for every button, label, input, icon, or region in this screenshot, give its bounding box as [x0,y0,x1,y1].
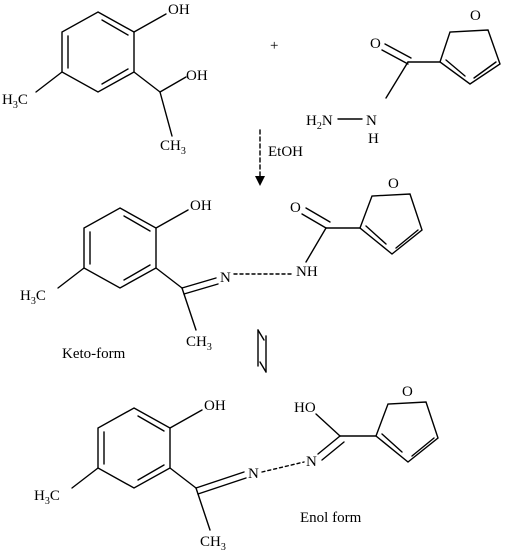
enol-ch3-bottom-label: CH3 [200,534,226,550]
reactant-phenol: OH H3C OH CH3 [2,2,208,157]
keto-nh-label: NH [296,264,318,280]
hydrazide-nh-n-label: N [366,113,377,129]
hydrazide-nh-h-label: H [368,131,379,147]
keto-form: OH H3C N NH O O CH3 [20,176,423,353]
reagent-label: EtOH [268,144,303,160]
keto-ch3-bottom-label: CH3 [186,334,212,353]
enol-form-caption: Enol form [300,510,362,526]
keto-oh-label: OH [190,198,212,214]
enol-ho-label: HO [294,400,316,416]
enol-ch3-left-label: H3C [34,488,60,507]
hydrazide-furan-o-label: O [470,8,481,24]
phenol-ch3-bottom-label: CH3 [160,138,186,157]
enol-oh-label: OH [204,398,226,414]
phenol-oh-label: OH [168,2,190,18]
enol-furan-o-label: O [402,384,413,400]
enol-n2-label: N [306,454,317,470]
keto-ch3-left-label: H3C [20,288,46,307]
enol-n1-label: N [248,466,259,482]
hydrazide-o-label: O [370,36,381,52]
keto-o-label: O [290,200,301,216]
enol-form: OH HO H3C N N O CH3 [34,384,439,550]
phenol-side-oh-label: OH [186,68,208,84]
keto-furan-o-label: O [388,176,399,192]
reactant-hydrazide: O H2N N H O [306,8,501,147]
hydrazide-h2n-label: H2N [306,113,333,132]
phenol-ch3-left-label: H3C [2,92,28,111]
equilibrium-arrows [257,329,267,373]
keto-form-caption: Keto-form [62,346,126,362]
keto-n-label: N [220,270,231,286]
plus-sign: + [270,38,278,54]
